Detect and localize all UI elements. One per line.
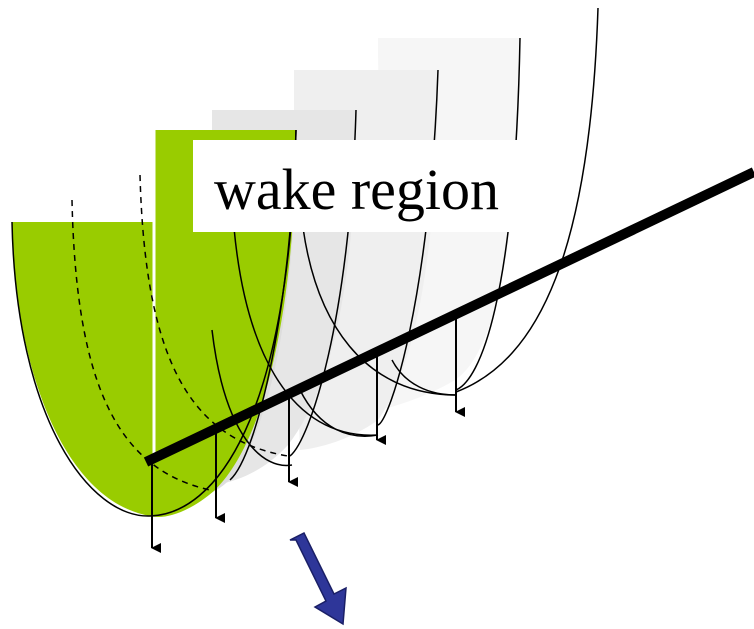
wake-region-label-box: wake region xyxy=(193,140,535,232)
wake-shapes xyxy=(12,38,520,517)
down-right-arrow-icon xyxy=(290,533,346,624)
wake-region-label: wake region xyxy=(214,157,499,222)
